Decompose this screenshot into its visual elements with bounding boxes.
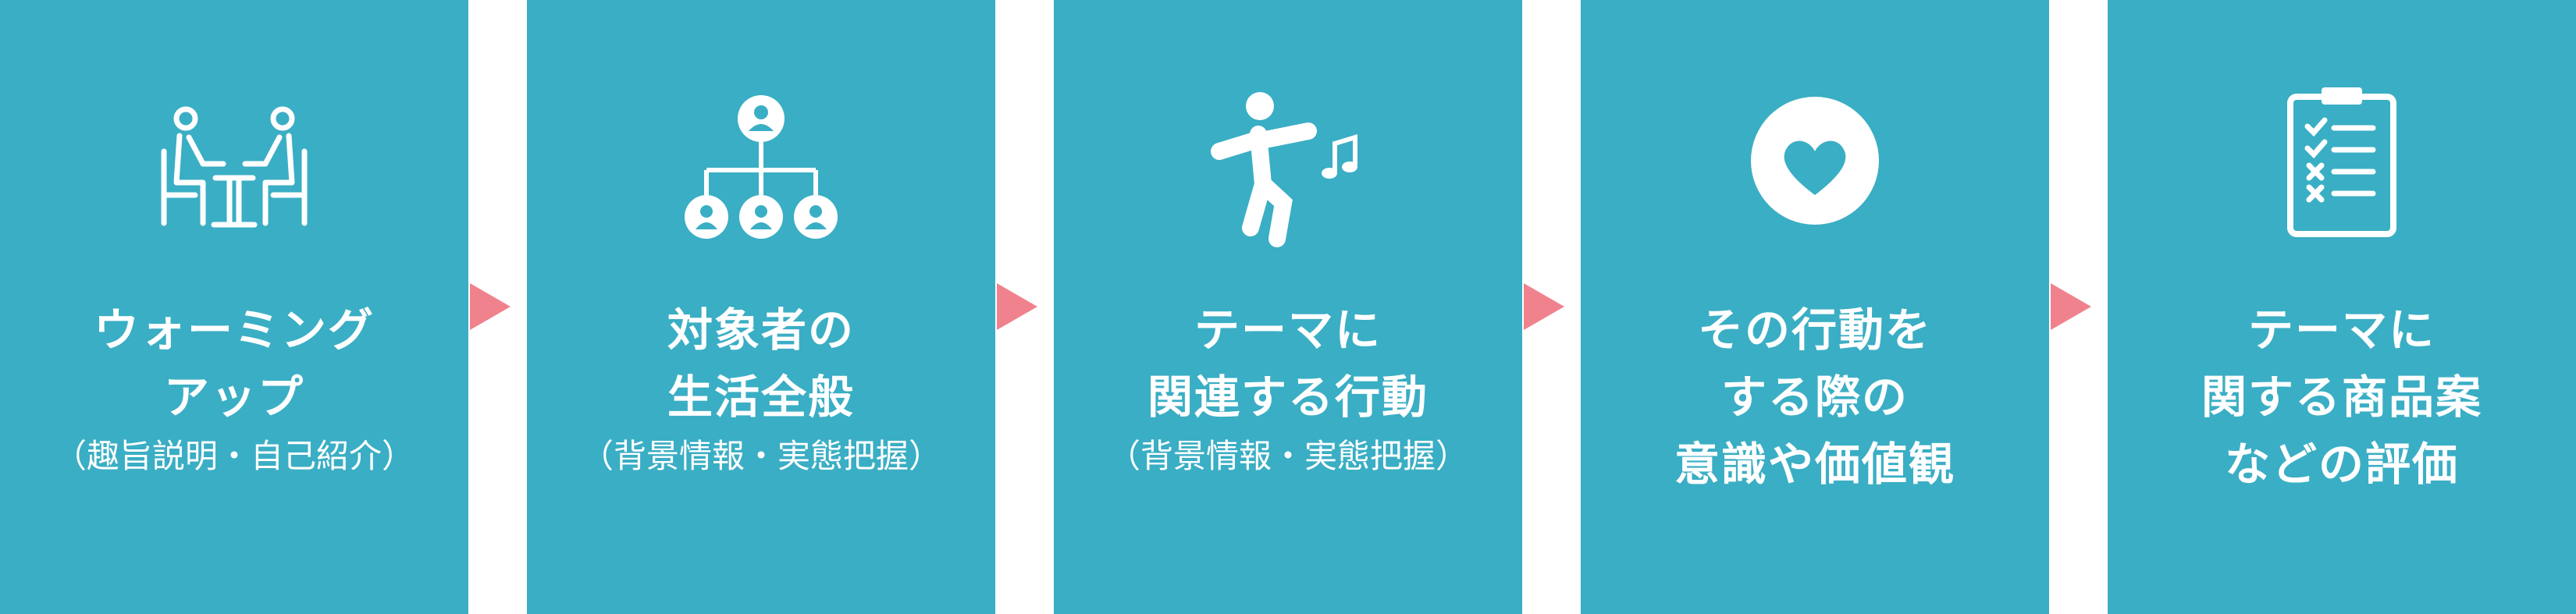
org-chart-icon (675, 86, 847, 257)
step-subtitle: （背景情報・実態把握） (1107, 437, 1468, 475)
step-title-line: 対象者の (667, 303, 855, 357)
step-text-3: テーマに 関連する行動 （背景情報・実態把握） (1054, 296, 1522, 479)
step-title-line: その行動を (1697, 303, 1932, 357)
flow-arrow-1 (470, 283, 511, 330)
step-title-line: 関する商品案 (2201, 371, 2482, 424)
step-text-1: ウォーミング アップ （趣旨説明・自己紹介） (0, 296, 468, 479)
step-text-2: 対象者の 生活全般 （背景情報・実態把握） (527, 296, 995, 479)
step-text-5: テーマに 関する商品案 などの評価 (2108, 296, 2576, 498)
step-title-line: テーマに (1194, 303, 1382, 357)
step-title-line: などの評価 (2224, 438, 2459, 491)
step-title-line: する際の (1720, 371, 1909, 424)
step-panel-2: 対象者の 生活全般 （背景情報・実態把握） (527, 0, 995, 614)
step-panel-5: テーマに 関する商品案 などの評価 (2108, 0, 2576, 614)
step-subtitle: （背景情報・実態把握） (580, 437, 941, 475)
step-title-line: 生活全般 (667, 371, 855, 424)
step-subtitle: （趣旨説明・自己紹介） (53, 437, 415, 475)
step-panel-3: テーマに 関連する行動 （背景情報・実態把握） (1054, 0, 1522, 614)
dancing-person-icon (1202, 86, 1374, 257)
step-title-line: 関連する行動 (1147, 371, 1429, 424)
flow-arrow-2 (997, 283, 1037, 330)
flow-arrow-3 (1524, 283, 1564, 330)
step-panel-4: その行動を する際の 意識や価値観 (1581, 0, 2049, 614)
step-title-line: アップ (163, 371, 304, 424)
step-title-line: ウォーミング (93, 303, 375, 357)
step-title-line: 意識や価値観 (1674, 438, 1955, 491)
step-text-4: その行動を する際の 意識や価値観 (1581, 296, 2049, 498)
checklist-clipboard-icon (2256, 86, 2428, 257)
meeting-icon (148, 86, 320, 257)
step-title-line: テーマに (2247, 303, 2435, 357)
flow-arrow-4 (2051, 283, 2091, 330)
heart-icon (1729, 86, 1901, 257)
step-panel-1: ウォーミング アップ （趣旨説明・自己紹介） (0, 0, 468, 614)
